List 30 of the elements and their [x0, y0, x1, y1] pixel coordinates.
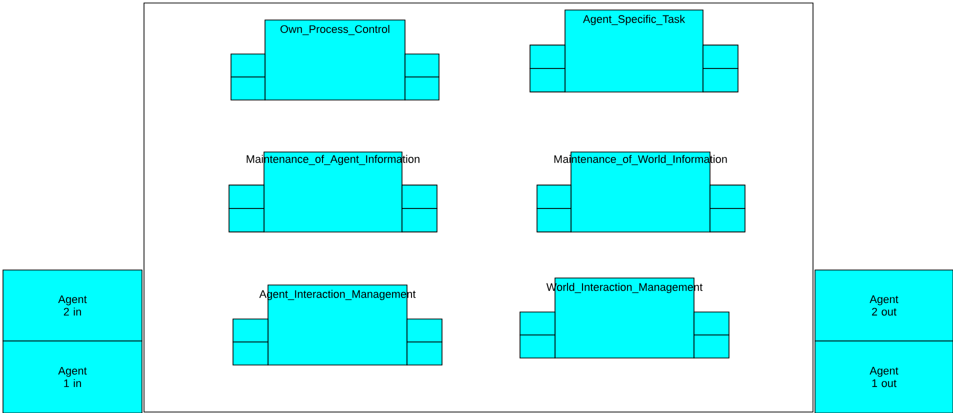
port-box	[694, 334, 730, 358]
component-box: Agent_Specific_Task	[564, 10, 704, 92]
port-box	[232, 342, 268, 366]
port-box	[406, 318, 442, 342]
agent-port-box: Agent 1 out	[814, 340, 953, 413]
port-box	[228, 208, 264, 232]
port-box	[536, 184, 572, 209]
agent-port-box: Agent 2 in	[2, 270, 142, 342]
agent-port-box: Agent 2 out	[814, 270, 953, 342]
port-box	[710, 208, 746, 232]
port-box	[404, 76, 440, 100]
port-box	[402, 208, 438, 232]
port-box	[694, 312, 730, 336]
port-box	[402, 184, 438, 209]
port-box	[230, 76, 266, 100]
component-box: Own_Process_Control	[264, 20, 406, 100]
port-box	[710, 184, 746, 209]
port-box	[702, 44, 738, 69]
port-box	[702, 68, 738, 92]
port-box	[530, 44, 566, 69]
port-box	[404, 54, 440, 78]
port-box	[520, 334, 556, 358]
port-box	[230, 54, 266, 78]
port-box	[536, 208, 572, 232]
port-box	[232, 318, 268, 342]
agent-port-box: Agent 1 in	[2, 340, 142, 413]
port-box	[228, 184, 264, 209]
port-box	[530, 68, 566, 92]
port-box	[406, 342, 442, 366]
port-box	[520, 312, 556, 336]
